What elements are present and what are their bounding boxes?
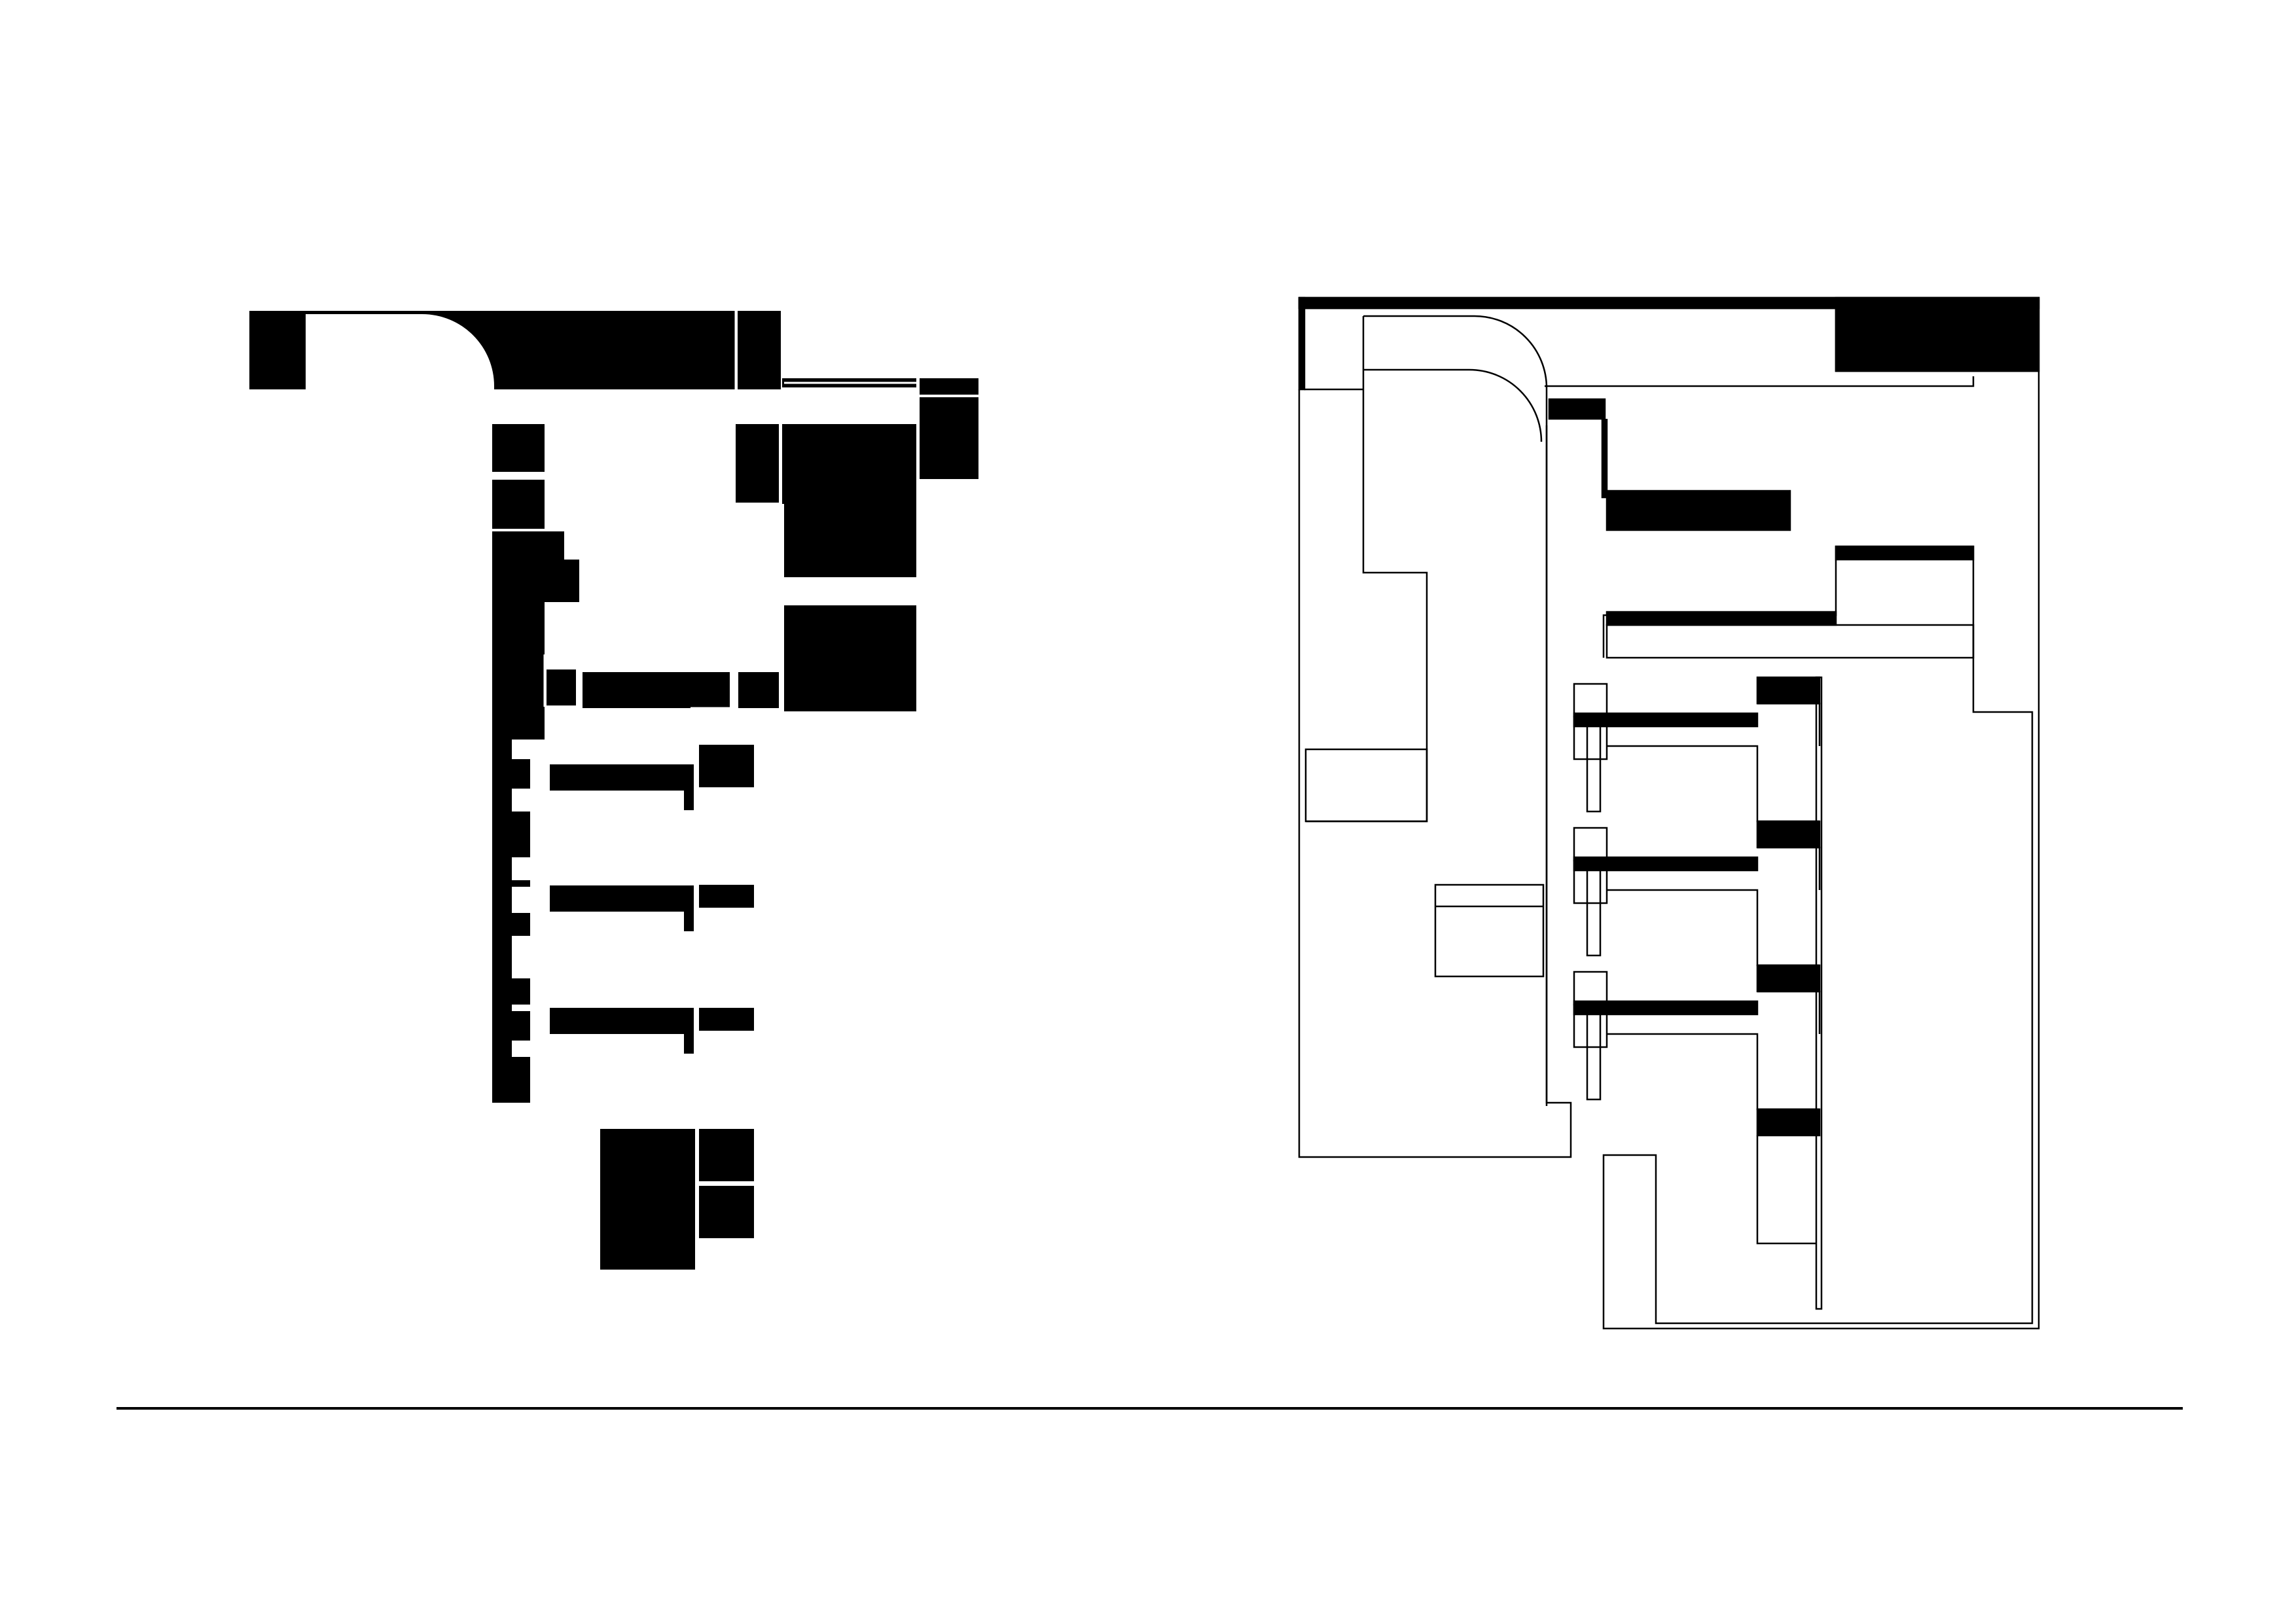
solid-plan-unit-1-box <box>699 745 754 787</box>
outline-plan-bottom-wing <box>1756 1135 1816 1245</box>
outline-plan-inner-top-line <box>1545 376 1975 387</box>
solid-plan-unit-2-bar <box>550 885 694 912</box>
outline-plan-center-box <box>1434 883 1545 978</box>
outline-plan-lower-frame <box>1605 624 1975 659</box>
solid-plan-unit-2-stub <box>684 912 694 931</box>
outline-plan-top-right-block <box>1835 296 2040 372</box>
outline-plan-unit-1 <box>1573 676 1821 823</box>
solid-plan-unit-2-box <box>699 885 754 908</box>
solid-plan-band-1 <box>547 669 576 705</box>
solid-plan <box>249 311 978 1270</box>
solid-plan-openings <box>543 311 916 709</box>
outline-plan-wide-bar-2 <box>1605 611 1837 626</box>
solid-plan-unit-3-stub <box>684 1034 694 1054</box>
solid-plan-unit-3-box <box>699 1008 754 1031</box>
outline-plan-bar-upper-drop <box>1601 419 1608 499</box>
outline-plan <box>1298 296 2040 1330</box>
solid-plan-middle-block <box>782 424 916 577</box>
solid-plan-unit-3-bar <box>550 1008 694 1034</box>
outline-plan-outer-wall <box>1299 296 2040 1330</box>
solid-plan-top-right-block <box>920 378 978 395</box>
outline-plan-wide-bar-1 <box>1605 490 1791 531</box>
solid-plan-col-block-1 <box>492 424 545 472</box>
solid-plan-col-block-2 <box>492 480 545 529</box>
outline-plan-inner-top-wall <box>1304 307 2039 372</box>
solid-plan-bottom-large-block <box>600 1129 695 1270</box>
outline-plan-wide-bar-3 <box>1835 545 1975 561</box>
outline-plan-bottom-bar <box>1756 1108 1821 1137</box>
solid-plan-lower-right-block <box>784 605 916 711</box>
solid-plan-top-wall <box>249 311 736 389</box>
solid-plan-bottom-small-block-2 <box>699 1186 754 1238</box>
outline-plan-stair-box <box>1304 748 1428 823</box>
solid-plan-right-column <box>920 397 978 479</box>
outline-plan-right-spine <box>1815 676 1823 1310</box>
solid-plan-spine <box>492 736 545 1103</box>
solid-plan-middle-block-left <box>736 424 779 503</box>
outline-plan-unit-3 <box>1573 964 1821 1111</box>
solid-plan-unit-1-stub <box>684 791 694 810</box>
solid-plan-band-2 <box>583 672 730 708</box>
outline-plan-rounded-core-outer <box>1363 315 1548 1106</box>
solid-plan-unit-1-bar <box>550 764 694 791</box>
outline-plan-rounded-core-inner-arc <box>1363 368 1543 442</box>
solid-plan-bottom-small-block-1 <box>699 1129 754 1181</box>
solid-plan-top-wall-right-block <box>738 311 781 389</box>
solid-plan-col-spine-top <box>492 531 579 736</box>
solid-plan-band-3 <box>738 672 779 708</box>
outline-plan-left-wall <box>1298 296 1306 391</box>
outline-plan-bar-upper <box>1548 398 1606 420</box>
